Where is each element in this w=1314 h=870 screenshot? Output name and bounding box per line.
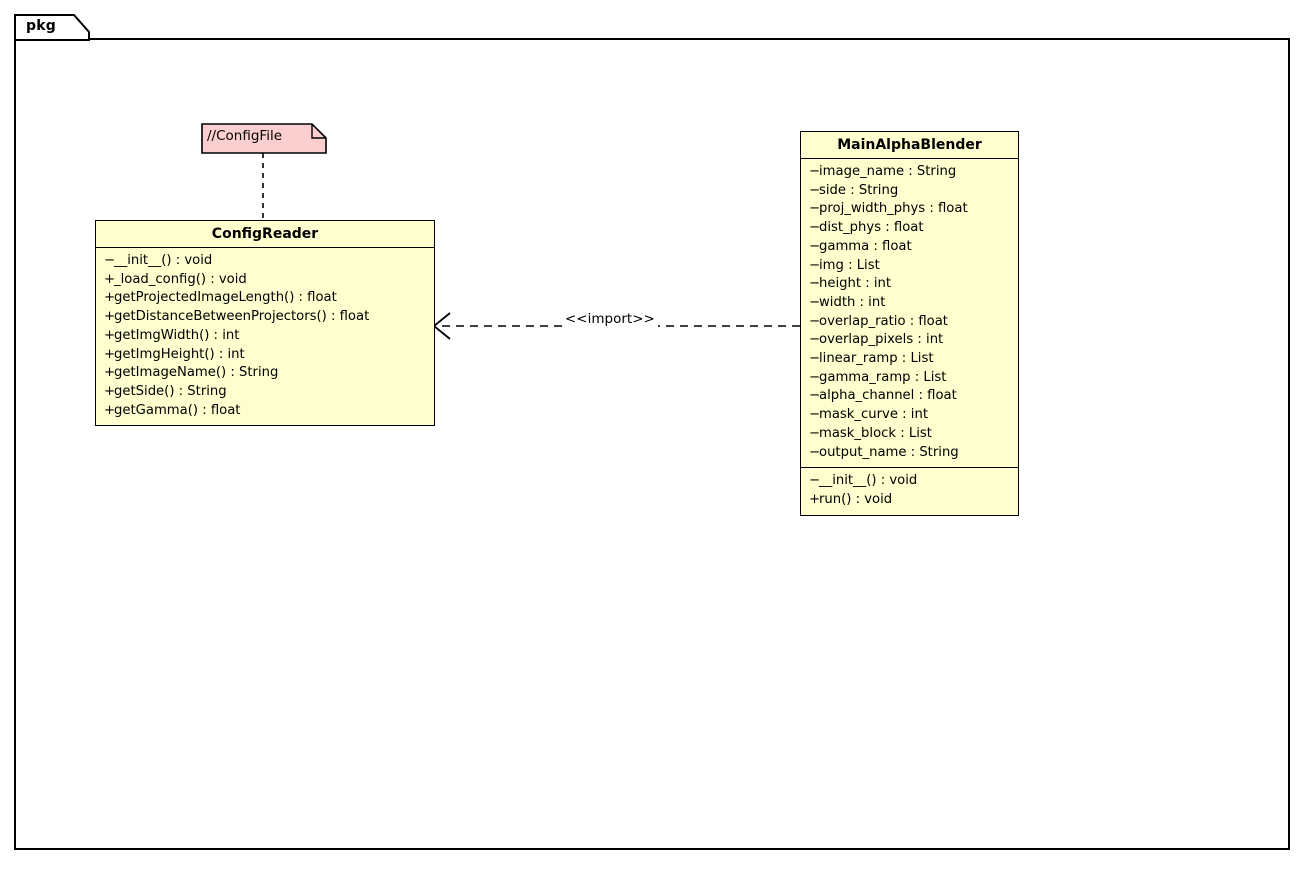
class-member: +getImgHeight() : int [104,346,426,365]
class-member: −image_name : String [809,163,1010,182]
class-member: −__init__() : void [104,252,426,271]
visibility-marker: − [809,294,821,310]
class-member: −img : List [809,257,1010,276]
visibility-marker: + [104,346,116,362]
class-member: −gamma : float [809,238,1010,257]
class-member: −output_name : String [809,444,1010,463]
class-member: −side : String [809,182,1010,201]
visibility-marker: − [809,407,821,423]
member-signature: mask_curve : int [819,407,928,423]
class-attributes-mainalphablender: −image_name : String −side : String −pro… [801,159,1018,467]
visibility-marker: − [809,425,821,441]
class-member: −width : int [809,294,1010,313]
member-signature: gamma : float [819,238,912,254]
visibility-marker: − [809,369,821,385]
visibility-marker: − [809,257,821,273]
visibility-marker: − [809,473,821,489]
member-signature: getDistanceBetweenProjectors() : float [114,309,370,325]
class-member: −overlap_pixels : int [809,331,1010,350]
class-methods-mainalphablender: −__init__() : void +run() : void [801,467,1018,514]
class-member: −__init__() : void [809,472,1010,491]
package-tab-label: pkg [26,18,56,34]
class-member: +getGamma() : float [104,402,426,421]
member-signature: mask_block : List [819,425,932,441]
visibility-marker: + [104,271,116,287]
member-signature: side : String [819,182,899,198]
member-signature: getImgWidth() : int [114,327,240,343]
visibility-marker: + [104,309,116,325]
class-member: +getProjectedImageLength() : float [104,289,426,308]
package-frame [14,38,1290,850]
class-member: +getImgWidth() : int [104,327,426,346]
class-methods-configreader: −__init__() : void +_load_config() : voi… [96,248,434,425]
class-member: −alpha_channel : float [809,387,1010,406]
class-member: +getDistanceBetweenProjectors() : float [104,308,426,327]
visibility-marker: − [809,313,821,329]
class-box-configreader[interactable]: ConfigReader −__init__() : void +_load_c… [95,220,435,427]
member-signature: __init__() : void [114,253,213,268]
visibility-marker: − [809,276,821,292]
class-member: +_load_config() : void [104,271,426,290]
visibility-marker: − [809,351,821,367]
package-frame-top-border [14,38,1290,40]
visibility-marker: + [104,402,116,418]
visibility-marker: − [809,238,821,254]
visibility-marker: + [104,383,116,399]
visibility-marker: + [104,290,116,306]
member-signature: getImgHeight() : int [114,346,245,362]
visibility-marker: − [809,182,821,198]
package-tab: pkg [14,14,90,41]
member-signature: width : int [819,294,886,310]
visibility-marker: + [104,365,116,381]
visibility-marker: + [809,491,821,507]
member-signature: linear_ramp : List [819,351,934,367]
member-signature: overlap_pixels : int [819,332,944,348]
visibility-marker: − [809,220,821,236]
member-signature: height : int [819,276,892,292]
member-signature: getImageName() : String [114,365,279,381]
member-signature: __init__() : void [819,473,918,489]
member-signature: getSide() : String [114,383,227,399]
import-stereotype-label: <<import>> [562,311,658,327]
class-box-mainalphablender[interactable]: MainAlphaBlender −image_name : String −s… [800,131,1019,516]
member-signature: gamma_ramp : List [819,369,947,385]
visibility-marker: − [104,253,116,268]
visibility-marker: + [104,327,116,343]
member-signature: img : List [819,257,880,273]
class-title-mainalphablender: MainAlphaBlender [801,132,1018,159]
class-member: −linear_ramp : List [809,350,1010,369]
visibility-marker: − [809,164,821,179]
member-signature: getGamma() : float [114,402,241,418]
member-signature: image_name : String [819,164,957,179]
member-signature: proj_width_phys : float [819,201,968,217]
class-member: +getSide() : String [104,383,426,402]
class-member: −mask_block : List [809,425,1010,444]
class-title-configreader: ConfigReader [96,221,434,248]
member-signature: overlap_ratio : float [819,313,948,329]
class-member: +getImageName() : String [104,364,426,383]
visibility-marker: − [809,201,821,217]
class-member: −overlap_ratio : float [809,313,1010,332]
visibility-marker: − [809,332,821,348]
note-configfile: //ConfigFile [201,123,327,154]
member-signature: dist_phys : float [819,220,924,236]
class-member: −gamma_ramp : List [809,369,1010,388]
member-signature: getProjectedImageLength() : float [114,290,337,306]
member-signature: run() : void [819,491,893,507]
visibility-marker: − [809,444,821,460]
note-label: //ConfigFile [207,128,283,144]
class-member: −height : int [809,275,1010,294]
class-member: +run() : void [809,491,1010,510]
visibility-marker: − [809,388,821,404]
class-member: −mask_curve : int [809,406,1010,425]
class-member: −proj_width_phys : float [809,200,1010,219]
member-signature: _load_config() : void [114,271,247,287]
member-signature: alpha_channel : float [819,388,957,404]
class-member: −dist_phys : float [809,219,1010,238]
member-signature: output_name : String [819,444,959,460]
